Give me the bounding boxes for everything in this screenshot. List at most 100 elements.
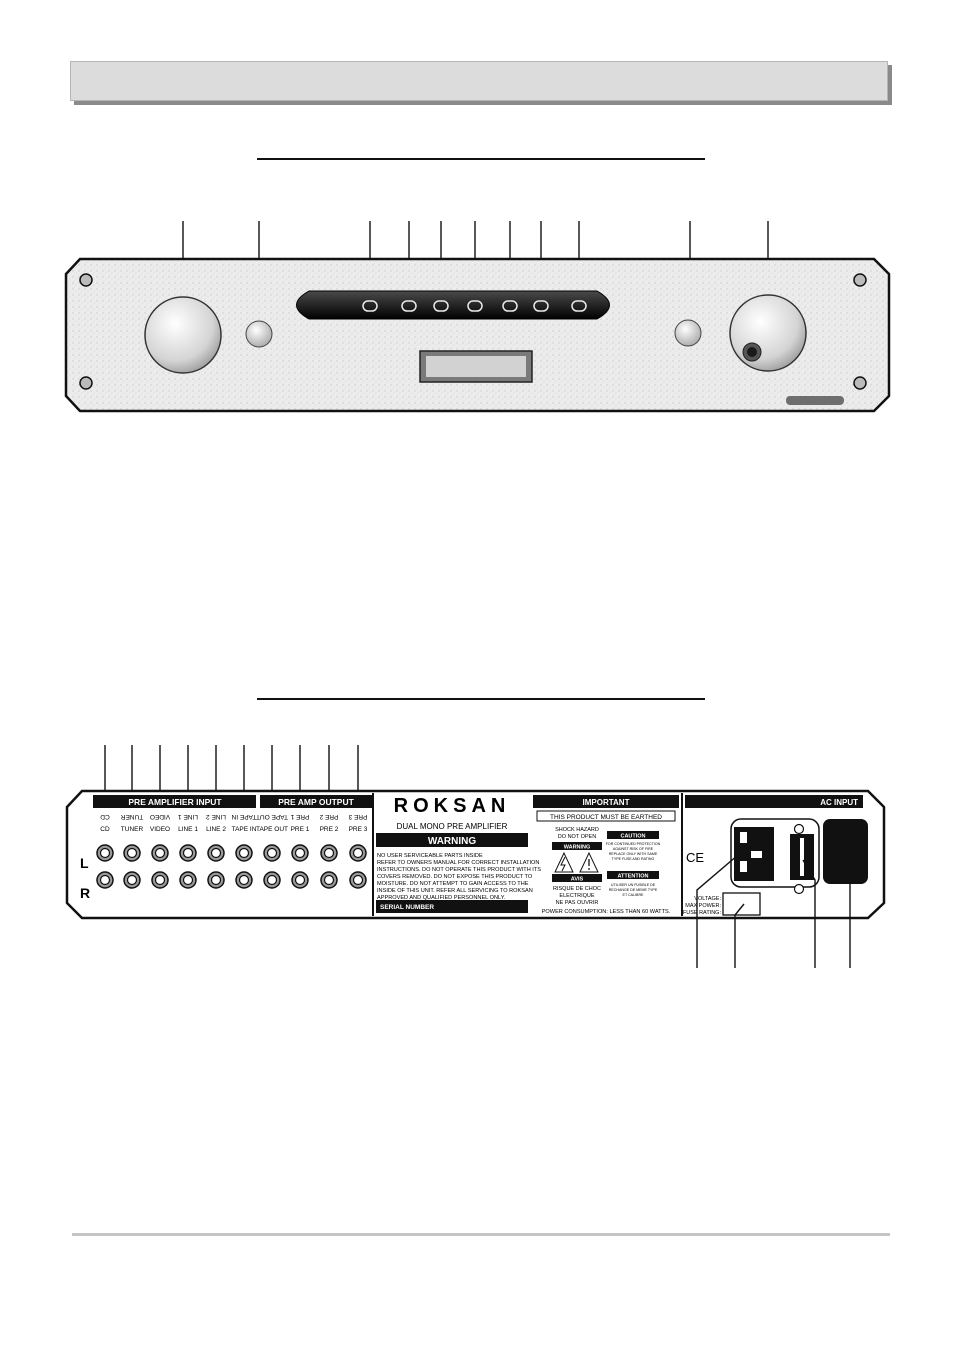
socket-pin-icon [740, 832, 747, 843]
selector-button-6[interactable] [533, 300, 549, 312]
max-power-label: MAX POWER: [685, 903, 721, 909]
selector-strip [296, 290, 610, 320]
rating-box [722, 892, 761, 916]
selector-button-3[interactable] [433, 300, 449, 312]
ce-mark: CE [686, 850, 704, 865]
caution-line: FOR CONTINUED PROTECTION [606, 842, 661, 846]
brand-logo: ROKSAN [394, 795, 511, 817]
selector-button-2[interactable] [401, 300, 417, 312]
rca-jack-center-icon [210, 874, 222, 886]
jack-label-flipped: PRE 2 [319, 813, 338, 820]
rca-jack-center-icon [182, 874, 194, 886]
jack-label-line-1: LINE 1 [178, 826, 198, 833]
attention-text: UTILISER UN FUSIBLE DE RECHANGE DE MEME … [609, 883, 658, 897]
rear-bottom-callouts [696, 848, 851, 968]
warning-text: NO USER SERVICEABLE PARTS INSIDE REFER T… [377, 853, 541, 901]
avis-label: AVIS [571, 877, 584, 883]
exclamation-dot-icon [588, 868, 590, 870]
volume-knob-dimple [747, 347, 757, 357]
rca-jacks [96, 844, 367, 889]
right-button[interactable] [674, 319, 702, 347]
rca-jack-center-icon [323, 874, 335, 886]
risque-line-1: RISQUE DE CHOC [553, 886, 601, 892]
jack-label-flipped: TAPE IN [231, 813, 256, 820]
avis-bar [552, 874, 602, 882]
risque-line-3: NE PAS OUVRIR [556, 900, 599, 906]
rca-jack-center-icon [210, 847, 222, 859]
display-window [426, 356, 526, 377]
rca-jack-center-icon [126, 874, 138, 886]
jack-label-pre-3: PRE 3 [349, 826, 368, 833]
important-bar [533, 795, 679, 808]
selector-button-4[interactable] [467, 300, 483, 312]
jack-label-tape-in: TAPE IN [232, 826, 257, 833]
warning-title: WARNING [428, 836, 477, 847]
jack-label-flipped: VIDEO [150, 813, 170, 820]
serial-number-label: SERIAL NUMBER [380, 904, 434, 911]
front-panel-screws [79, 273, 867, 390]
rca-jack-center-icon [238, 847, 250, 859]
jack-label-tuner: TUNER [121, 826, 144, 833]
voltage-label: VOLTAGE: [694, 896, 721, 902]
jack-label-flipped: PRE 3 [348, 813, 367, 820]
rca-jack-center-icon [126, 847, 138, 859]
rca-jack-center-icon [99, 847, 111, 859]
rca-jack-center-icon [294, 874, 306, 886]
do-not-open: DO NOT OPEN [558, 834, 596, 840]
rating-text: VOLTAGE: MAX POWER: FUSE RATING: [683, 896, 722, 916]
jack-label-flipped: LINE 1 [178, 813, 198, 820]
caution-label: CAUTION [620, 834, 645, 840]
jack-label-flipped: TAPE OUT [256, 813, 288, 820]
selector-button-7[interactable] [571, 300, 587, 312]
socket-earth-pin-icon [751, 851, 762, 858]
warning-line: INSTRUCTIONS. DO NOT OPERATE THIS PRODUC… [377, 867, 541, 873]
front-panel-title-rule [257, 158, 705, 160]
jack-label-flipped: PRE 1 [290, 813, 309, 820]
rca-jack-center-icon [182, 847, 194, 859]
rca-jack-center-icon [238, 874, 250, 886]
screw-icon [79, 376, 93, 390]
warning-line: MOISTURE. DO NOT ATTEMPT TO GAIN ACCESS … [377, 881, 529, 887]
selector-button-1[interactable] [362, 300, 378, 312]
power-switch[interactable] [823, 819, 868, 884]
jack-label-line-2: LINE 2 [206, 826, 226, 833]
right-channel-label: R [80, 885, 90, 901]
ac-input-title: AC INPUT [820, 798, 858, 807]
jack-label-pre-2: PRE 2 [320, 826, 339, 833]
warning-line: NO USER SERVICEABLE PARTS INSIDE [377, 853, 483, 859]
rca-jack-center-icon [99, 874, 111, 886]
model-name: DUAL MONO PRE AMPLIFIER [397, 822, 508, 831]
risque-line-2: ELECTRIQUE [559, 893, 594, 899]
attention-line: RECHANGE DE MEME TYPE [609, 888, 658, 892]
callout-iec-socket [696, 848, 746, 968]
power-knob[interactable] [144, 296, 222, 374]
attention-line: ET CALIBRE [623, 893, 645, 897]
left-button[interactable] [245, 320, 273, 348]
rca-jack-center-icon [294, 847, 306, 859]
front-badge [786, 396, 844, 405]
warning-line: INSIDE OF THIS UNIT. REFER ALL SERVICING… [377, 888, 533, 894]
screw-icon [853, 376, 867, 390]
rca-jack-center-icon [266, 847, 278, 859]
serial-number-bar [376, 900, 528, 913]
rca-jack-center-icon [154, 847, 166, 859]
section-header-bar [70, 61, 888, 101]
left-channel-label: L [80, 855, 89, 871]
rca-jack-center-icon [352, 874, 364, 886]
warning-line: APPROVED AND QUALIFIED PERSONNEL ONLY. [377, 895, 506, 901]
rca-jack-center-icon [323, 847, 335, 859]
earthed-notice: THIS PRODUCT MUST BE EARTHED [550, 814, 662, 821]
input-section-label: PRE AMPLIFIER INPUT [128, 797, 222, 807]
caution-bar [607, 831, 659, 839]
caution-line: AGAINST RISK OF FIRE [613, 847, 654, 851]
screw-icon [793, 823, 805, 835]
warning-small: WARNING [564, 845, 591, 851]
power-consumption: POWER CONSUMPTION: LESS THAN 60 WATTS. [542, 909, 671, 915]
socket-pin-icon [740, 861, 747, 872]
caution-text: FOR CONTINUED PROTECTION AGAINST RISK OF… [606, 842, 661, 861]
lightning-bolt-icon [560, 856, 566, 872]
attention-line: UTILISER UN FUSIBLE DE [611, 883, 656, 887]
selector-button-5[interactable] [502, 300, 518, 312]
warning-line: COVERS REMOVED. DO NOT EXPOSE THIS PRODU… [377, 874, 533, 880]
